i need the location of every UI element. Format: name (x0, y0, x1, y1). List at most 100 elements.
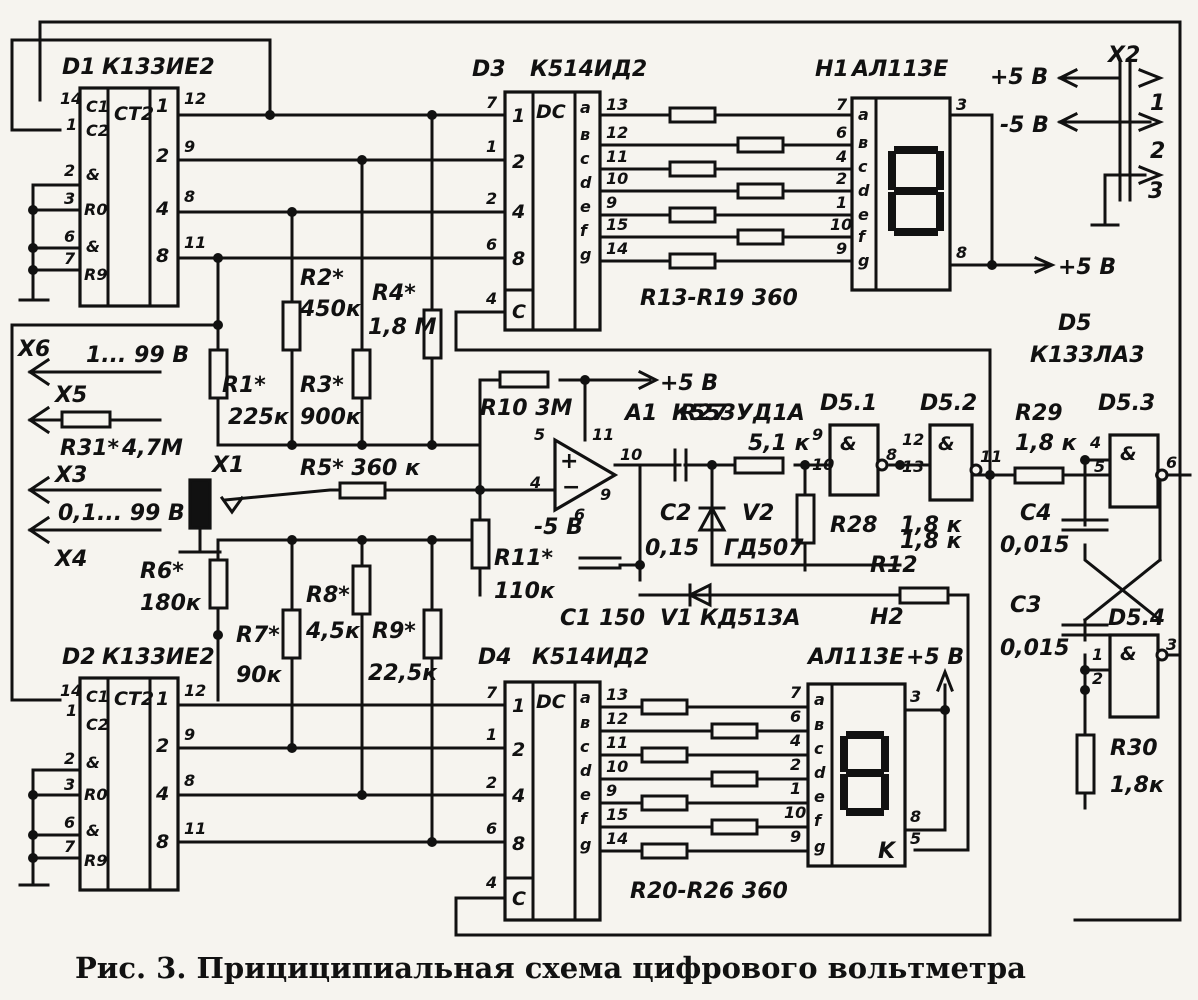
svg-text:e: e (580, 197, 591, 216)
svg-text:C: C (512, 888, 526, 910)
svg-text:−: − (562, 475, 580, 500)
svg-text:D5.1: D5.1 (820, 391, 877, 416)
svg-text:R28: R28 (830, 513, 878, 538)
svg-text:+5 В: +5 В (1058, 255, 1116, 280)
svg-text:R8*: R8* (306, 583, 350, 608)
svg-text:0,015: 0,015 (1000, 533, 1070, 558)
svg-text:2: 2 (512, 151, 525, 173)
svg-text:R5* 360 к: R5* 360 к (300, 456, 421, 481)
opamp-a1: A1 К553УД1А + − (553, 401, 805, 513)
svg-text:1: 1 (66, 701, 77, 720)
svg-text:7: 7 (836, 95, 848, 114)
svg-text:+5 В: +5 В (660, 371, 718, 396)
svg-text:R3*: R3* (300, 373, 344, 398)
svg-text:К514ИД2: К514ИД2 (530, 57, 647, 82)
other-resistors (28, 300, 1096, 795)
chip-d4: D4 К514ИД2 DC (478, 645, 649, 922)
svg-text:d: d (580, 173, 592, 192)
svg-text:DC: DC (536, 101, 566, 123)
diodes (686, 504, 727, 608)
svg-text:2: 2 (836, 169, 847, 188)
svg-text:1: 1 (486, 137, 497, 156)
svg-text:10: 10 (830, 215, 852, 234)
svg-text:e: e (858, 205, 869, 224)
svg-text:e: e (580, 785, 591, 804)
svg-text:1,8к: 1,8к (1110, 773, 1165, 798)
svg-text:R31*: R31* (60, 436, 120, 461)
svg-text:9: 9 (836, 239, 847, 258)
svg-text:12: 12 (606, 123, 628, 142)
gate-d52: D5.2 & (920, 391, 983, 502)
svg-text:4: 4 (511, 201, 525, 223)
svg-text:7: 7 (64, 837, 76, 856)
svg-text:X4: X4 (53, 547, 87, 572)
svg-text:R2*: R2* (300, 266, 344, 291)
svg-text:5,1 к: 5,1 к (748, 431, 811, 456)
svg-text:6: 6 (790, 707, 801, 726)
svg-text:в: в (858, 133, 868, 152)
svg-text:5: 5 (534, 425, 545, 444)
svg-text:a: a (858, 105, 869, 124)
svg-text:АЛ113Е: АЛ113Е (850, 57, 948, 82)
svg-text:R6*: R6* (140, 559, 184, 584)
svg-text:X1: X1 (210, 453, 244, 478)
svg-text:&: & (86, 753, 100, 772)
svg-text:d: d (858, 181, 870, 200)
svg-text:f: f (858, 227, 867, 246)
svg-text:c: c (814, 739, 824, 758)
svg-text:К514ИД2: К514ИД2 (532, 645, 649, 670)
svg-text:1: 1 (836, 193, 847, 212)
svg-text:2: 2 (156, 145, 169, 167)
svg-text:3: 3 (956, 95, 967, 114)
svg-text:V1 КД513А: V1 КД513А (660, 606, 801, 631)
svg-text:X5: X5 (53, 383, 87, 408)
svg-text:0,015: 0,015 (1000, 636, 1070, 661)
svg-text:в: в (580, 125, 590, 144)
svg-text:c: c (580, 737, 590, 756)
svg-text:4: 4 (789, 731, 801, 750)
svg-text:g: g (580, 835, 591, 854)
svg-text:c: c (580, 149, 590, 168)
svg-text:8: 8 (156, 245, 169, 267)
svg-text:С3: С3 (1010, 593, 1041, 618)
svg-text:С1: С1 (86, 97, 109, 116)
svg-text:4: 4 (485, 289, 497, 308)
svg-text:&: & (840, 433, 857, 455)
svg-text:10: 10 (606, 757, 628, 776)
svg-text:14: 14 (606, 829, 628, 848)
capacitors (578, 448, 1109, 637)
svg-text:1: 1 (156, 95, 169, 117)
svg-text:0,15: 0,15 (645, 536, 699, 561)
svg-text:R12: R12 (870, 553, 918, 578)
svg-text:H1: H1 (815, 57, 849, 82)
svg-text:V2: V2 (742, 501, 774, 526)
svg-text:e: e (814, 787, 825, 806)
svg-text:6: 6 (574, 505, 585, 524)
svg-text:С2: С2 (660, 501, 691, 526)
svg-text:1: 1 (486, 725, 497, 744)
svg-text:D2: D2 (62, 645, 96, 670)
svg-text:&: & (1120, 443, 1137, 465)
svg-text:9: 9 (790, 827, 801, 846)
svg-text:&: & (86, 821, 100, 840)
svg-text:1: 1 (1150, 91, 1165, 116)
svg-text:2: 2 (64, 749, 75, 768)
svg-text:c: c (858, 157, 868, 176)
svg-text:11: 11 (184, 233, 206, 252)
svg-text:2: 2 (790, 755, 801, 774)
svg-text:&: & (86, 237, 100, 256)
svg-text:1: 1 (790, 779, 801, 798)
svg-text:g: g (580, 245, 591, 264)
svg-text:11: 11 (184, 819, 206, 838)
svg-text:7: 7 (486, 93, 498, 112)
svg-text:f: f (580, 809, 589, 828)
svg-text:+: + (560, 449, 578, 474)
svg-text:3: 3 (910, 687, 921, 706)
svg-text:8: 8 (956, 243, 967, 262)
svg-text:f: f (580, 221, 589, 240)
gate-d51: D5.1 & (820, 391, 889, 497)
svg-text:15: 15 (606, 215, 628, 234)
svg-text:СТ2: СТ2 (114, 688, 154, 710)
svg-text:1: 1 (512, 105, 525, 127)
